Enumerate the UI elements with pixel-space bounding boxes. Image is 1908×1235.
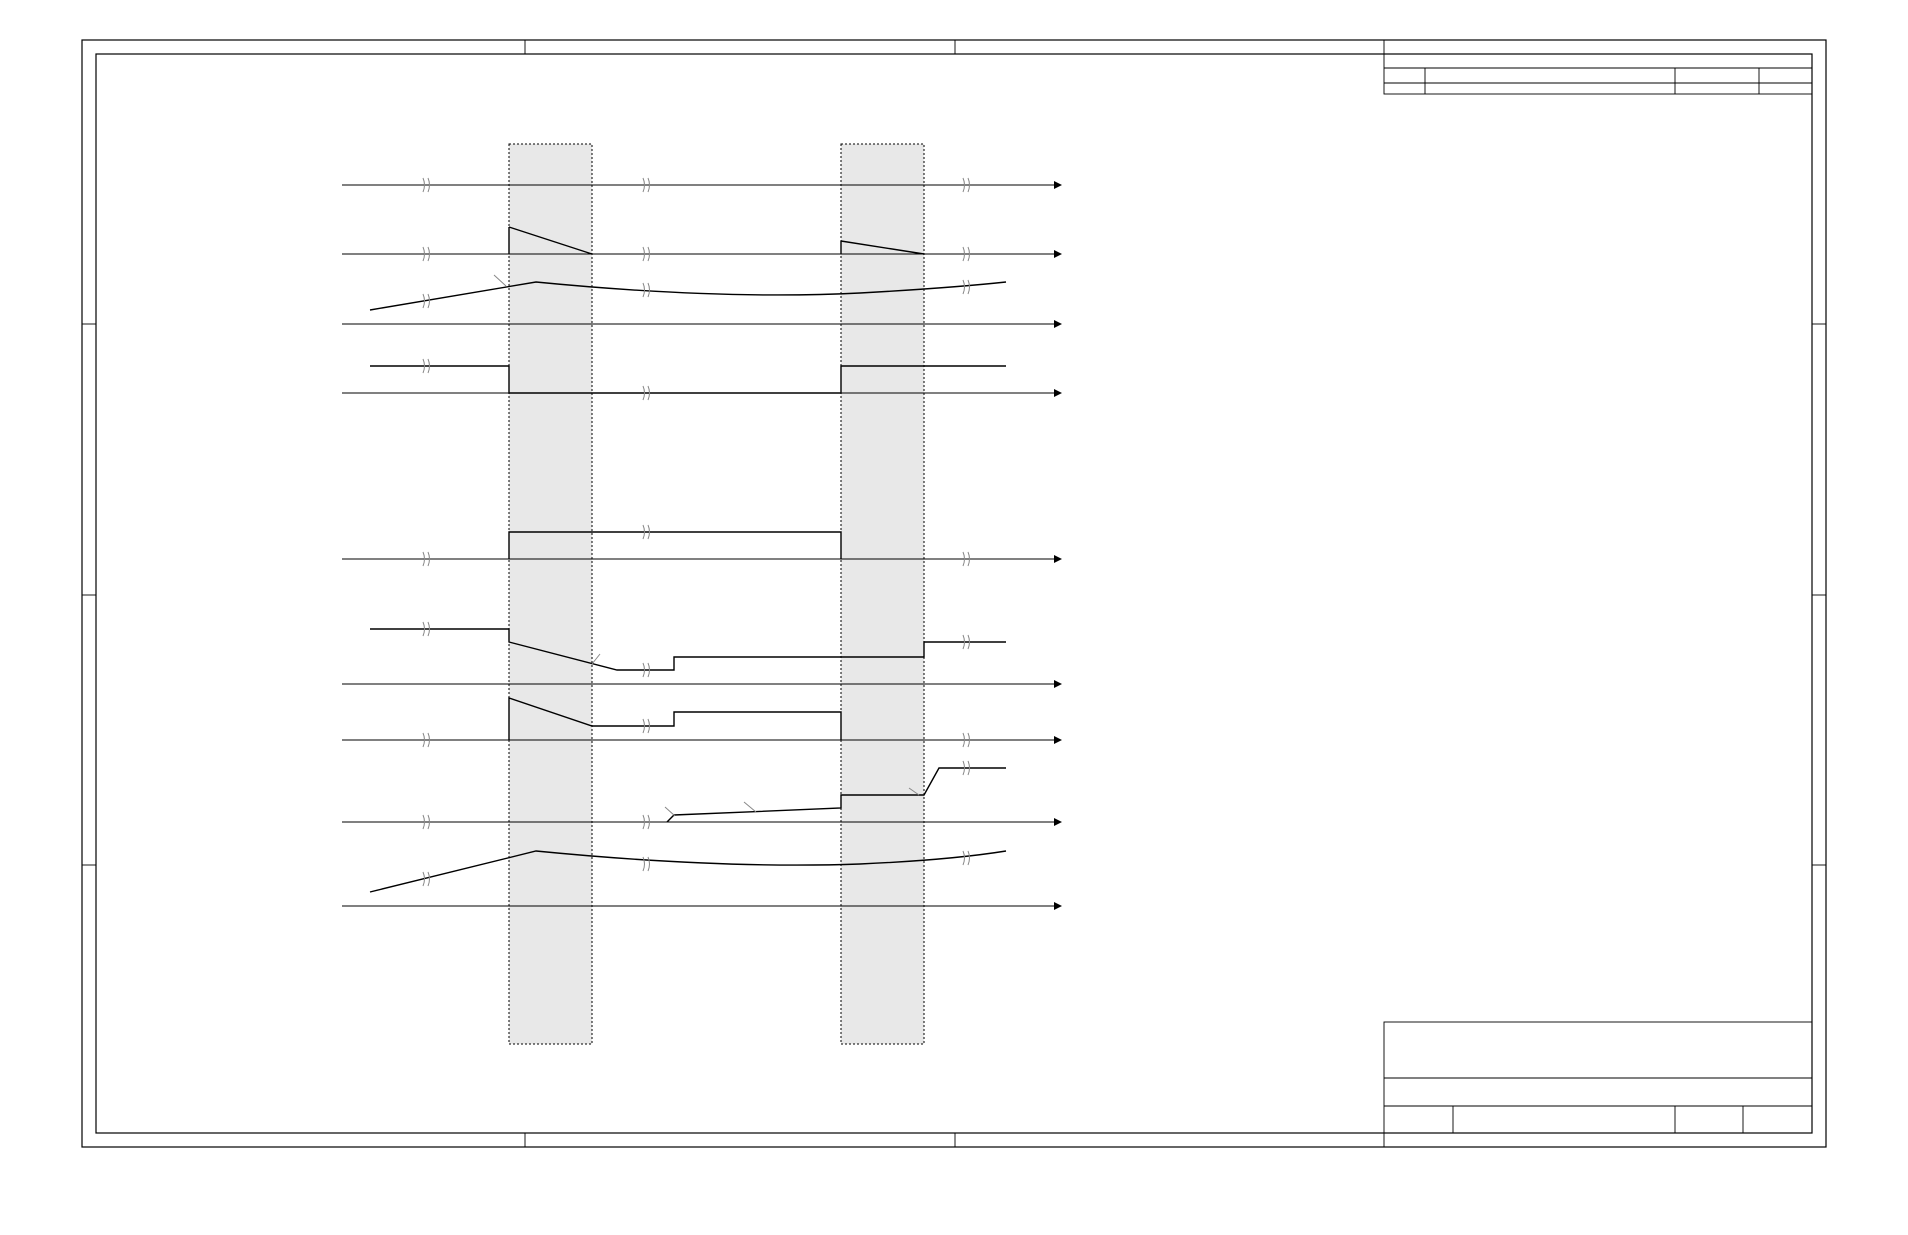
waveform-trace-2 — [369, 281, 1007, 311]
time-axis-6 — [342, 680, 1062, 688]
time-axis-5 — [342, 555, 1062, 563]
drawing-frame — [81, 39, 1827, 1148]
waveform-trace-8 — [369, 850, 1007, 893]
time-axis-1 — [342, 181, 1062, 189]
time-axis-8 — [342, 818, 1062, 826]
waveform-trace-7 — [666, 767, 1006, 823]
time-axis-9 — [342, 902, 1062, 910]
waveform-trace-4 — [508, 531, 842, 559]
shaded-intervals — [508, 143, 925, 1045]
time-axis-7 — [342, 736, 1062, 744]
time-axis-3 — [342, 320, 1062, 328]
waveform-trace-1 — [508, 226, 593, 255]
waveforms — [369, 226, 1007, 893]
shaded-interval-2 — [840, 143, 925, 1045]
title-block — [1383, 1021, 1813, 1134]
waveform-trace-6 — [508, 697, 842, 740]
revision-block — [1383, 53, 1813, 95]
waveform-trace-5 — [370, 628, 1006, 671]
time-axis-2 — [342, 250, 1062, 258]
shaded-interval-1 — [508, 143, 593, 1045]
break-marks — [422, 177, 970, 887]
waveform-trace-3 — [370, 365, 1006, 394]
time-axes — [342, 181, 1062, 910]
